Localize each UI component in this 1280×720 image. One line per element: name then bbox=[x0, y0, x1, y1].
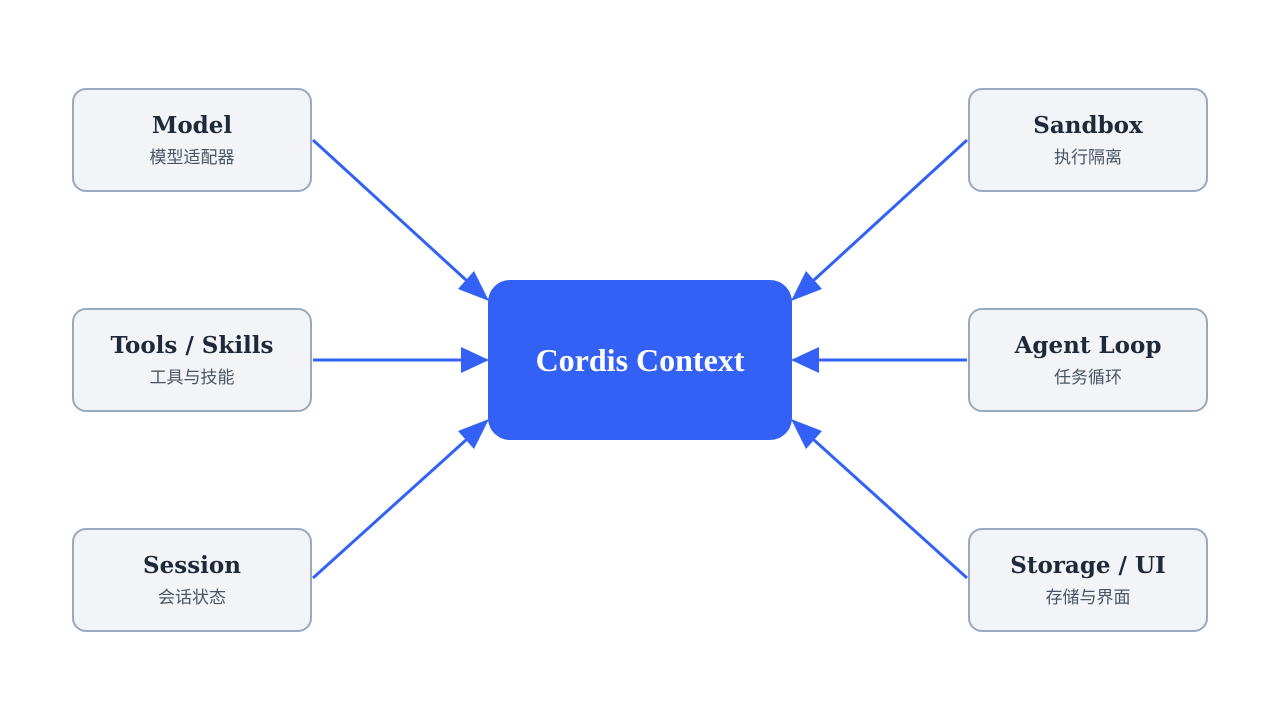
node-subtitle: 模型适配器 bbox=[149, 147, 235, 168]
arrow-sandbox-to-center bbox=[791, 138, 969, 301]
node-agent-loop: Agent Loop 任务循环 bbox=[968, 308, 1208, 412]
node-title: Model bbox=[151, 112, 233, 139]
node-subtitle: 执行隔离 bbox=[1054, 147, 1122, 168]
arrow-model-to-center bbox=[311, 138, 489, 301]
node-title: Session bbox=[143, 552, 241, 579]
node-title: Sandbox bbox=[1033, 112, 1143, 139]
arrow-session-to-center bbox=[311, 419, 489, 580]
node-title: Tools / Skills bbox=[110, 332, 274, 359]
node-subtitle: 存储与界面 bbox=[1045, 587, 1131, 608]
node-subtitle: 会话状态 bbox=[158, 587, 226, 608]
center-node-cordis-context: Cordis Context bbox=[488, 280, 792, 440]
node-sandbox: Sandbox 执行隔离 bbox=[968, 88, 1208, 192]
arrow-agent-to-center bbox=[791, 347, 967, 373]
node-tools-skills: Tools / Skills 工具与技能 bbox=[72, 308, 312, 412]
arrow-tools-to-center bbox=[313, 347, 489, 373]
node-session: Session 会话状态 bbox=[72, 528, 312, 632]
node-title: Storage / UI bbox=[1010, 552, 1166, 579]
node-title: Agent Loop bbox=[1014, 332, 1162, 359]
node-model: Model 模型适配器 bbox=[72, 88, 312, 192]
node-subtitle: 任务循环 bbox=[1054, 367, 1122, 388]
node-storage-ui: Storage / UI 存储与界面 bbox=[968, 528, 1208, 632]
center-title: Cordis Context bbox=[535, 341, 745, 378]
node-subtitle: 工具与技能 bbox=[149, 367, 235, 388]
arrow-storage-to-center bbox=[791, 419, 969, 580]
